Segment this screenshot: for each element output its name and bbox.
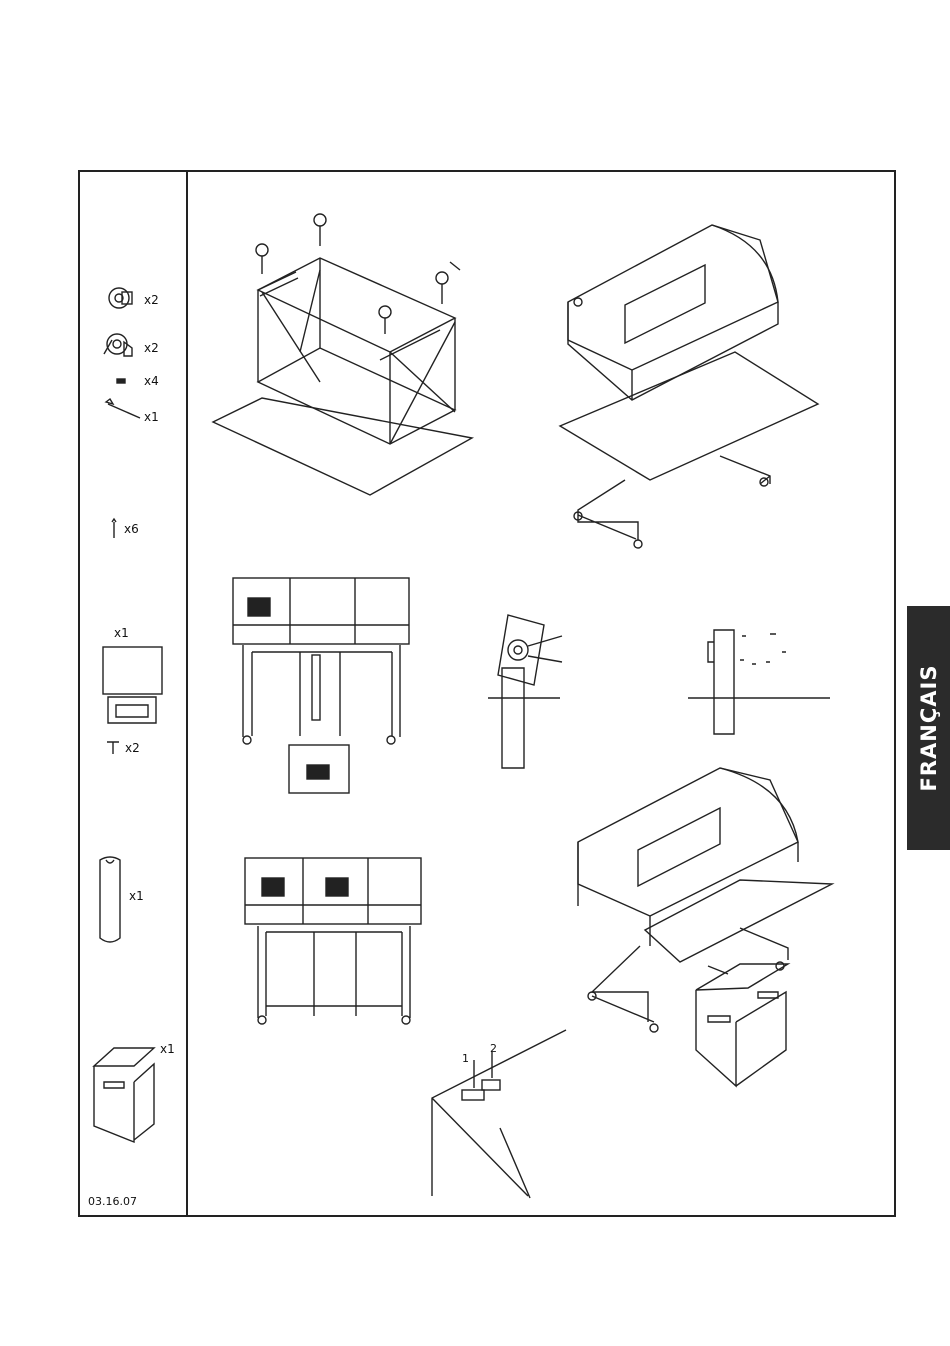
language-tab-label: FRANÇAIS — [917, 665, 941, 792]
callout-2: 2 — [490, 1042, 497, 1055]
panel-qty: x1 — [114, 626, 129, 640]
tube-qty: x1 — [129, 889, 144, 903]
callout-1: 1 — [462, 1052, 469, 1065]
document-code: 03.16.07 — [88, 1195, 137, 1208]
caster-free-qty: x2 — [144, 341, 159, 355]
bin-qty: x1 — [160, 1042, 175, 1056]
bracket-detail-drawing — [488, 615, 562, 768]
bin-icon — [94, 1048, 154, 1142]
screw-qty: x4 — [144, 374, 159, 388]
caster-free-icon — [104, 334, 132, 356]
wrench-icon — [106, 399, 140, 418]
machine-with-bin-drawing — [578, 768, 832, 1086]
switch-detail-drawing — [432, 1030, 566, 1198]
pin-icon — [112, 519, 116, 538]
caster-lock-icon — [109, 288, 132, 308]
wrench-qty: x1 — [144, 410, 159, 424]
front-view-panel-removed-drawing — [233, 578, 409, 793]
machine-on-stand-drawing — [560, 225, 818, 548]
tube-icon — [100, 857, 120, 942]
knob-qty: x2 — [125, 741, 140, 755]
front-view-panels-fitted-drawing — [245, 858, 421, 1024]
mount-detail-drawing — [688, 630, 830, 734]
screw-icon — [117, 379, 125, 383]
frame-assembly-drawing — [213, 214, 472, 495]
knob-icon — [107, 742, 119, 754]
language-tab: FRANÇAIS — [907, 606, 950, 850]
caster-lock-qty: x2 — [144, 293, 159, 307]
pin-qty: x6 — [124, 522, 139, 536]
panel-bracket-icon — [108, 697, 156, 723]
panel-icon — [103, 647, 162, 694]
